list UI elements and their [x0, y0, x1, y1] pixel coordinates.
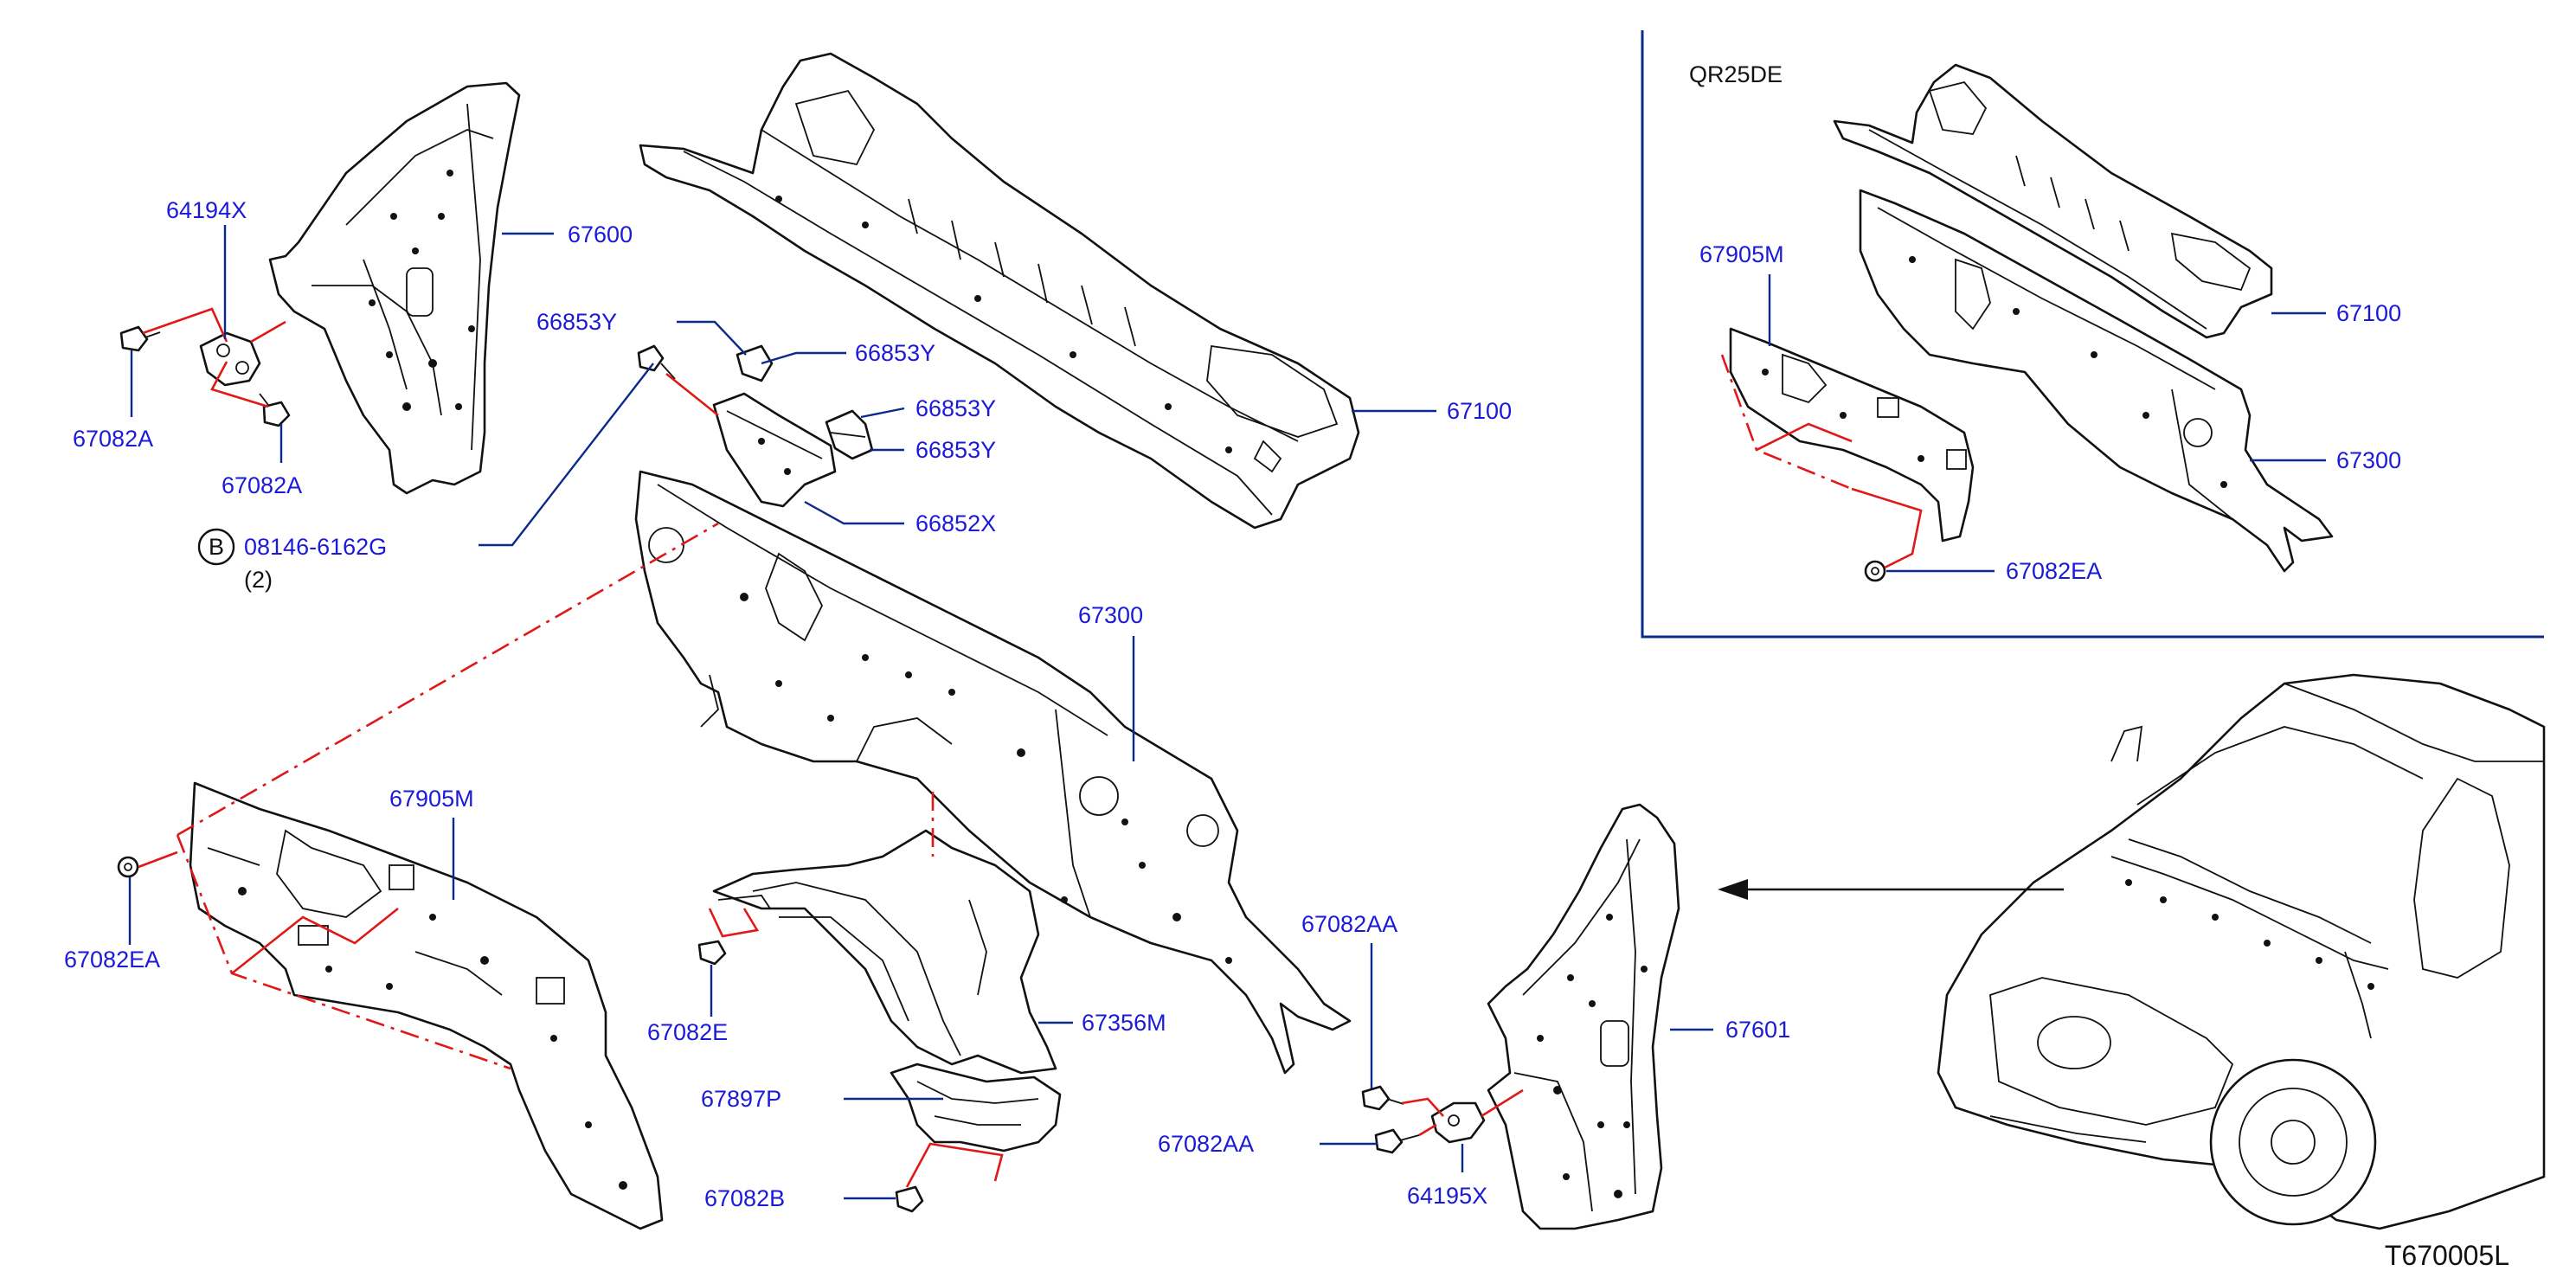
- inset-label-67100[interactable]: 67100: [2336, 300, 2401, 326]
- label-67082AA-lower[interactable]: 67082AA: [1158, 1131, 1254, 1157]
- bolt-08146-6162G[interactable]: [637, 344, 676, 380]
- assembly-line-67082E: [708, 908, 760, 938]
- callout-b-letter: B: [209, 534, 224, 560]
- insulator-67897P[interactable]: [890, 1063, 1062, 1152]
- inset-title: QR25DE: [1689, 61, 1783, 87]
- inset-insulator-67905M[interactable]: [1729, 327, 1975, 542]
- insulator-67905M[interactable]: [189, 781, 664, 1230]
- bracket-66852X[interactable]: [712, 392, 837, 508]
- assembly-line-08146: [665, 372, 719, 417]
- label-67082E[interactable]: 67082E: [647, 1019, 728, 1045]
- label-67082AA-upper[interactable]: 67082AA: [1301, 911, 1397, 937]
- label-66853Y-c[interactable]: 66853Y: [915, 395, 996, 421]
- inset-label-67082EA[interactable]: 67082EA: [2006, 558, 2102, 584]
- dash-panel-67300[interactable]: [634, 470, 1352, 1075]
- side-panel-67601[interactable]: [1487, 803, 1680, 1230]
- bolt-67082A-left[interactable]: [119, 325, 161, 352]
- bolt-67082AA-upper[interactable]: [1361, 1085, 1404, 1111]
- clip-67082EA[interactable]: [117, 856, 139, 878]
- callout-b: B 08146-6162G (2): [197, 528, 387, 593]
- assembly-line-67082B: [905, 1142, 1004, 1188]
- label-66853Y-d[interactable]: 66853Y: [915, 437, 996, 463]
- bolt-67082A-lower[interactable]: [259, 393, 291, 427]
- inset-label-67905M[interactable]: 67905M: [1699, 241, 1784, 267]
- label-67082EA[interactable]: 67082EA: [64, 947, 160, 973]
- label-64195X[interactable]: 64195X: [1407, 1183, 1487, 1209]
- callout-b-qty: (2): [244, 567, 273, 593]
- assembly-lines-67600: [142, 307, 286, 408]
- cowl-top-67100[interactable]: [639, 52, 1360, 530]
- label-67356M[interactable]: 67356M: [1082, 1010, 1166, 1036]
- label-66852X[interactable]: 66852X: [915, 510, 996, 536]
- inset-clip-67082EA[interactable]: [1864, 560, 1886, 582]
- assembly-lines-67905M: [138, 522, 719, 1070]
- label-67905M[interactable]: 67905M: [389, 786, 474, 812]
- label-67100[interactable]: 67100: [1447, 398, 1512, 424]
- inset-label-67300[interactable]: 67300: [2336, 447, 2401, 473]
- label-67082B[interactable]: 67082B: [704, 1185, 785, 1211]
- bracket-64195X[interactable]: [1430, 1101, 1486, 1144]
- inset-assembly-lines: [1720, 354, 1923, 569]
- view-arrow: [1718, 879, 2064, 900]
- label-67082A-left[interactable]: 67082A: [73, 426, 153, 452]
- clip-66853Y-pair[interactable]: [825, 409, 874, 460]
- leader-lines: [128, 225, 2326, 1200]
- assembly-lines-67601: [1401, 1088, 1524, 1137]
- label-66853Y-b[interactable]: 66853Y: [855, 340, 935, 366]
- diagram-code: T670005L: [2385, 1240, 2509, 1271]
- callout-b-circle: [197, 528, 235, 566]
- label-67300[interactable]: 67300: [1078, 602, 1143, 628]
- insulator-67356M[interactable]: [712, 829, 1057, 1075]
- label-67082A-lower[interactable]: 67082A: [222, 472, 302, 498]
- part-labels: 64194X 67082A 67082A 67600 66853Y 66853Y…: [64, 197, 2401, 1211]
- inset-cowl-top-67100[interactable]: [1833, 63, 2273, 339]
- label-64194X[interactable]: 64194X: [166, 197, 247, 223]
- inset-dash-panel-67300[interactable]: [1859, 189, 2334, 573]
- label-67897P[interactable]: 67897P: [701, 1086, 781, 1112]
- side-panel-67600[interactable]: [268, 81, 521, 495]
- clip-67082B[interactable]: [895, 1185, 924, 1213]
- clip-67082E[interactable]: [697, 940, 727, 966]
- vehicle-illustration: [1937, 673, 2546, 1230]
- bolt-67082AA-lower[interactable]: [1374, 1128, 1420, 1154]
- inset-frame: QR25DE: [1641, 30, 2544, 639]
- label-66853Y-a[interactable]: 66853Y: [536, 309, 617, 335]
- bracket-64194X[interactable]: [199, 331, 261, 387]
- label-08146-6162G[interactable]: 08146-6162G: [244, 534, 387, 560]
- label-67600[interactable]: 67600: [568, 221, 633, 247]
- label-67601[interactable]: 67601: [1725, 1017, 1790, 1043]
